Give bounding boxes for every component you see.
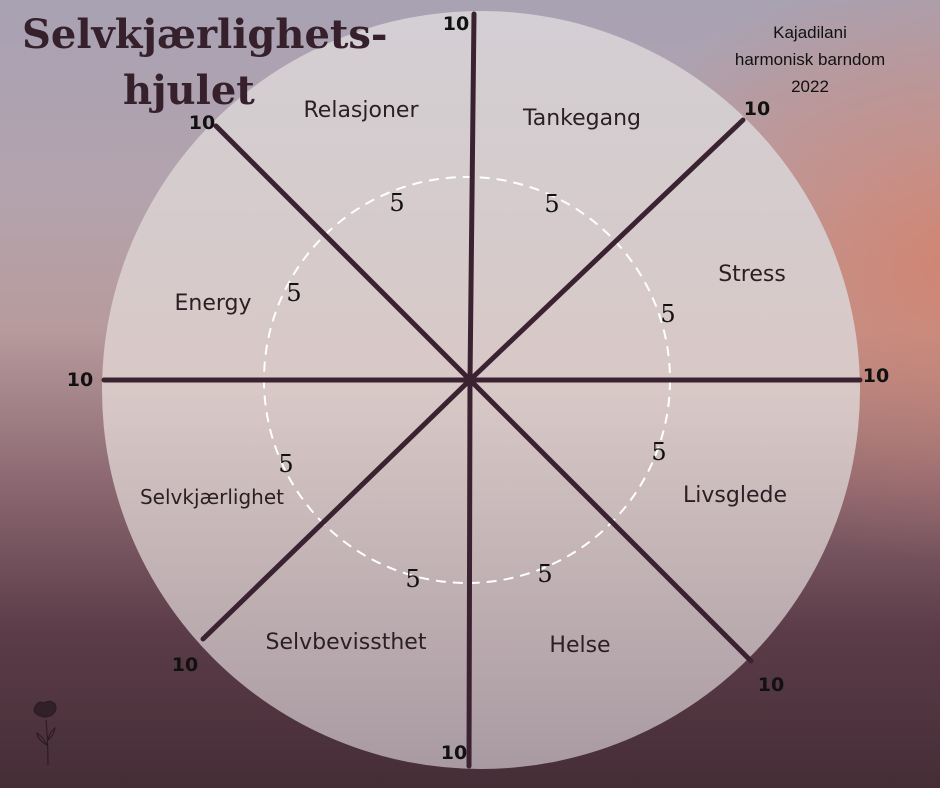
segment-label-tankegang: Tankegang	[522, 106, 641, 131]
scale-5-livsglede: 5	[651, 438, 666, 466]
segment-label-helse: Helse	[549, 633, 610, 658]
scale-10-nw: 10	[189, 112, 215, 134]
scale-10-se: 10	[758, 674, 784, 696]
scale-5-energy: 5	[286, 279, 301, 307]
spoke-s	[466, 377, 473, 769]
scale-5-selvbevissthet: 5	[405, 565, 420, 593]
scale-5-tankegang: 5	[544, 190, 559, 218]
scale-5-relasjoner: 5	[389, 189, 404, 217]
segment-label-selvkjaerlighet: Selvkjærlighet	[140, 485, 284, 509]
spokes	[101, 11, 863, 769]
spoke-se	[467, 377, 754, 664]
scale-10-sw: 10	[172, 654, 198, 676]
scale-10-s: 10	[441, 742, 467, 764]
segment-label-livsglede: Livsglede	[683, 483, 787, 508]
segment-label-selvbevissthet: Selvbevissthet	[266, 630, 427, 655]
credit-line3: 2022	[791, 77, 829, 96]
spoke-ne	[467, 117, 746, 383]
title-line2: hjulet	[123, 67, 255, 114]
segment-label-energy: Energy	[174, 291, 251, 316]
scale-10-n: 10	[443, 13, 469, 35]
spoke-sw	[200, 377, 473, 642]
scale-5-stress: 5	[660, 300, 675, 328]
spoke-nw	[213, 123, 473, 383]
segment-label-relasjoner: Relasjoner	[304, 98, 420, 123]
credit-line1: Kajadilani	[773, 23, 847, 42]
title-line1: Selvkjærlighets-	[22, 11, 388, 58]
scale-5-selvkjaerlighet: 5	[278, 450, 293, 478]
scale-5-helse: 5	[537, 560, 552, 588]
scale-10-ne: 10	[744, 98, 770, 120]
credit-line2: harmonisk barndom	[735, 50, 885, 69]
segment-label-stress: Stress	[718, 262, 786, 287]
spoke-n	[467, 11, 477, 383]
flower-icon	[33, 700, 57, 766]
scale-10-e: 10	[863, 365, 889, 387]
scale-10-w: 10	[67, 369, 93, 391]
